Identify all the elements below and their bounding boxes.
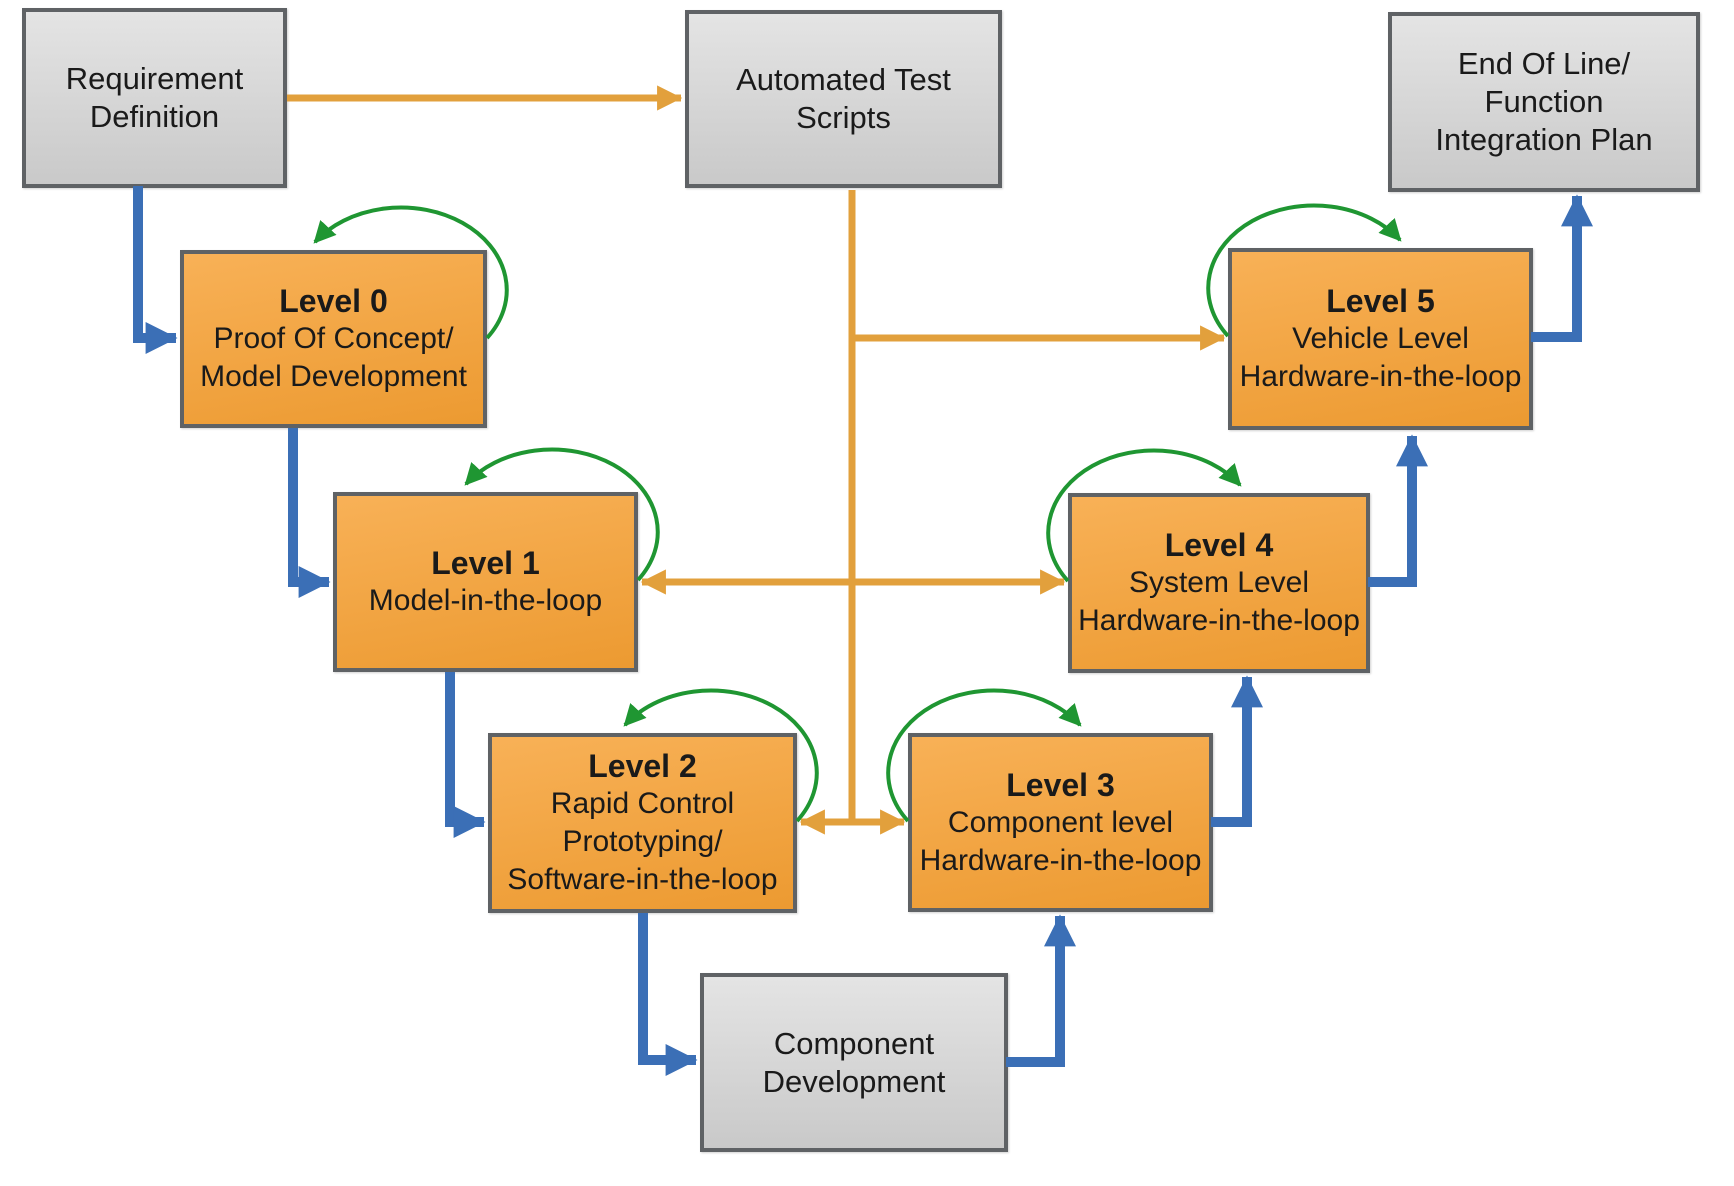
edge-level1-to-level2 xyxy=(445,672,486,839)
node-label-line: Function xyxy=(1484,84,1604,119)
edge-reqdef-to-level0 xyxy=(133,186,178,355)
node-label-line: Hardware-in-the-loop xyxy=(1078,604,1360,637)
node-automated-test-scripts: Automated Test Scripts xyxy=(685,10,1002,188)
edge-level2-to-compdev xyxy=(638,913,698,1077)
node-title: Level 3 xyxy=(1006,766,1115,803)
node-label-line: End Of Line/ xyxy=(1457,46,1631,81)
node-label-line: Development xyxy=(762,1063,946,1099)
node-label-line: Component xyxy=(773,1025,935,1061)
edge-compdev-to-level3 xyxy=(1006,914,1077,1067)
node-level-5: Level 5 Vehicle Level Hardware-in-the-lo… xyxy=(1228,248,1533,430)
node-component-development: Component Development xyxy=(700,973,1008,1152)
node-label-line: Prototyping/ xyxy=(562,825,723,858)
node-label-line: Integration Plan xyxy=(1435,122,1653,157)
node-title: Level 2 xyxy=(588,748,697,784)
edge-level0-to-level1 xyxy=(288,428,331,599)
node-end-of-line-function-integration-plan: End Of Line/ Function Integration Plan xyxy=(1388,12,1700,192)
node-label-line: Vehicle Level xyxy=(1292,322,1469,355)
node-label-line: Software-in-the-loop xyxy=(507,863,778,896)
node-label-line: Requirement xyxy=(65,61,244,96)
node-label-line: Model-in-the-loop xyxy=(368,584,603,617)
edge-level5-to-endofline xyxy=(1531,194,1594,342)
node-label-line: Model Development xyxy=(200,360,467,393)
node-title: Level 5 xyxy=(1326,283,1435,319)
node-label-line: Scripts xyxy=(796,100,891,135)
node-label-line: Definition xyxy=(89,99,220,134)
node-level-0: Level 0 Proof Of Concept/ Model Developm… xyxy=(180,250,487,428)
node-level-2: Level 2 Rapid Control Prototyping/ Softw… xyxy=(488,733,797,913)
node-title: Level 4 xyxy=(1164,527,1274,563)
node-label-line: Proof Of Concept/ xyxy=(213,322,454,355)
edge-level3-to-level4 xyxy=(1211,675,1264,827)
node-level-1: Level 1 Model-in-the-loop xyxy=(333,492,638,672)
node-label-line: Hardware-in-the-loop xyxy=(1239,360,1522,393)
node-label-line: System Level xyxy=(1128,566,1310,599)
node-title: Level 1 xyxy=(431,545,540,581)
edge-level4-to-level5 xyxy=(1368,434,1429,587)
node-label-line: Rapid Control xyxy=(550,787,735,820)
node-requirement-definition: Requirement Definition xyxy=(22,8,287,188)
node-label-line: Automated Test xyxy=(736,62,951,97)
node-level-4: Level 4 System Level Hardware-in-the-loo… xyxy=(1068,493,1370,673)
node-label-line: Hardware-in-the-loop xyxy=(919,843,1202,877)
node-label-line: Component level xyxy=(947,805,1174,839)
node-title: Level 0 xyxy=(279,283,388,319)
node-level-3: Level 3 Component level Hardware-in-the-… xyxy=(908,733,1213,912)
